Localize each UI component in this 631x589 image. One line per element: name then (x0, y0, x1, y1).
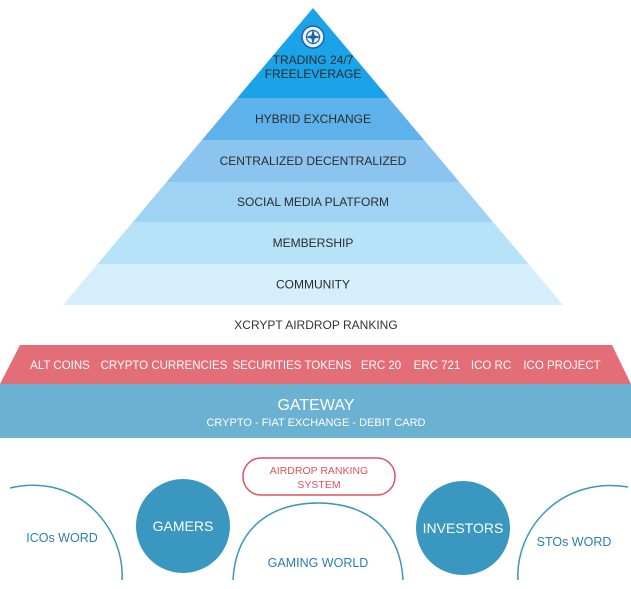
token-item-label: ERC 20 (361, 360, 401, 372)
pyramid-tier-label: TRADING 24/7 (273, 53, 354, 67)
gaming-world-label: GAMING WORLD (268, 556, 369, 570)
stos-word-label: STOs WORD (537, 535, 612, 549)
ranking-system-box (242, 457, 396, 496)
icos-arc (9, 484, 123, 581)
icos-word-label: ICOs WORD (26, 531, 98, 545)
pyramid-tier (237, 8, 389, 98)
pyramid-tier-label: COMMUNITY (276, 278, 350, 292)
ranking-system-line2: SYSTEM (297, 479, 340, 491)
token-item-label: ERC 721 (414, 360, 461, 372)
pyramid-tier (63, 264, 563, 305)
gateway-title: GATEWAY (277, 397, 354, 414)
pyramid-tier-label: HYBRID EXCHANGE (255, 112, 371, 126)
gaming-world-arc (232, 502, 404, 581)
token-item-label: SECURITIES TOKENS (232, 360, 351, 372)
pyramid-tier (166, 140, 460, 182)
ranking-system-line1: AIRDROP RANKING (270, 465, 368, 477)
pyramid-tier-label: CENTRALIZED DECENTRALIZED (220, 154, 407, 168)
investors-circle (416, 481, 510, 575)
compass-logo-icon (301, 25, 325, 49)
token-item-label: CRYPTO CURRENCIES (101, 360, 228, 372)
token-items: ALT COINS CRYPTO CURRENCIES SECURITIES TOK… (30, 360, 600, 372)
gateway-band (0, 384, 631, 438)
gateway-subtitle: CRYPTO - FIAT EXCHANGE - DEBIT CARD (206, 417, 425, 429)
pyramid-tier (97, 222, 529, 264)
token-item-label: ICO RC (471, 360, 511, 372)
pyramid-tier (201, 98, 425, 140)
gamers-label: GAMERS (153, 518, 214, 534)
token-item-label: ALT COINS (30, 360, 90, 372)
airdrop-ranking-title: XCRYPT AIRDROP RANKING (234, 318, 397, 332)
pyramid-tier-label: FREELEVERAGE (265, 67, 362, 81)
token-item-label: ICO PROJECT (523, 360, 600, 372)
investors-label: INVESTORS (423, 520, 504, 536)
pyramid-tier-label: SOCIAL MEDIA PLATFORM (237, 195, 389, 209)
pyramid-tier-label: MEMBERSHIP (273, 236, 354, 250)
pyramid-tier (132, 182, 494, 222)
gamers-circle (136, 479, 230, 573)
token-band (0, 345, 631, 384)
stos-arc (517, 484, 629, 581)
